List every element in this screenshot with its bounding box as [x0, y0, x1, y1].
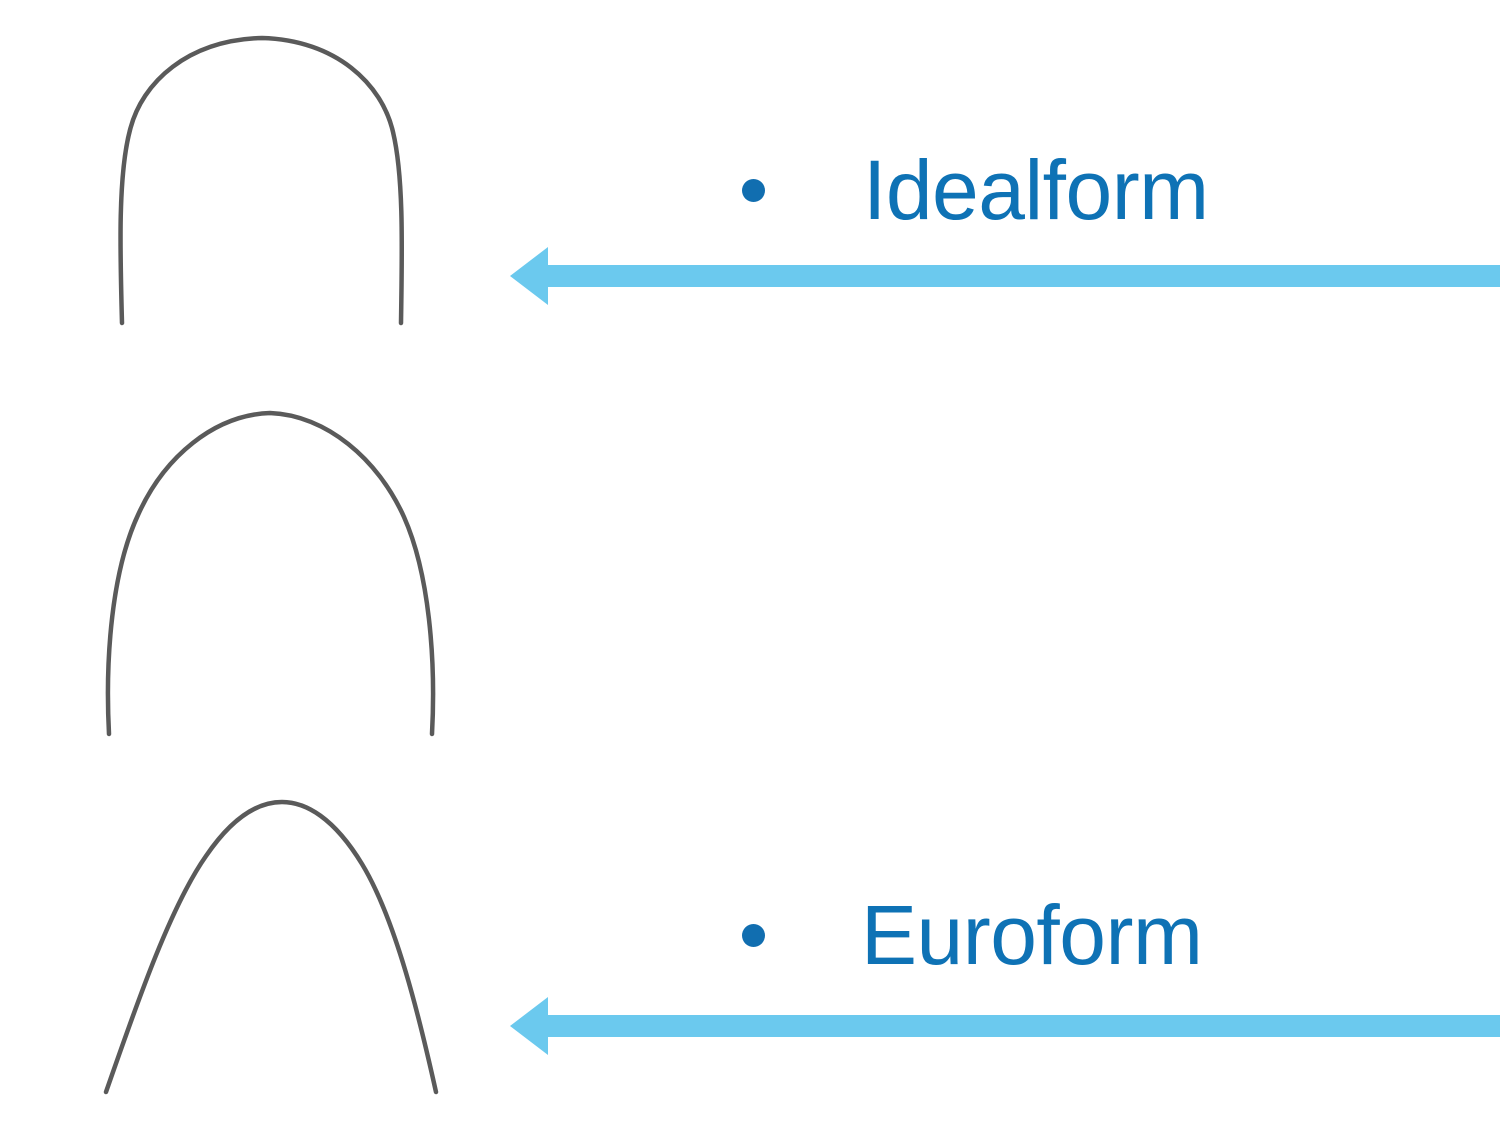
archwire-figure-euroform [60, 375, 480, 750]
archform-row-euroform: Euroform [0, 375, 1500, 1055]
arrow-left-icon [510, 247, 1500, 305]
archwire-figure-idealform [60, 0, 480, 375]
label-block-euroform: Euroform [720, 891, 1480, 979]
label-block-idealform: Idealform [720, 146, 1480, 234]
ovoid-archwire-icon [105, 410, 436, 737]
left-arrow-idealform [510, 247, 1500, 305]
archform-row-idealform: Idealform [0, 0, 1500, 375]
arrow-left-icon [510, 997, 1500, 1055]
bullet-dot-icon [742, 178, 765, 202]
archform-label-euroform: Euroform [861, 888, 1203, 982]
tall-narrow-u-archwire-icon [118, 35, 405, 326]
archform-row-standardform: Standardform [0, 750, 1500, 1125]
left-arrow-euroform [510, 997, 1500, 1055]
bullet-dot-icon [742, 923, 765, 947]
archform-label-idealform: Idealform [863, 143, 1209, 237]
archwire-figure-standardform [60, 750, 480, 1125]
tapered-triangular-archwire-icon [103, 799, 439, 1095]
